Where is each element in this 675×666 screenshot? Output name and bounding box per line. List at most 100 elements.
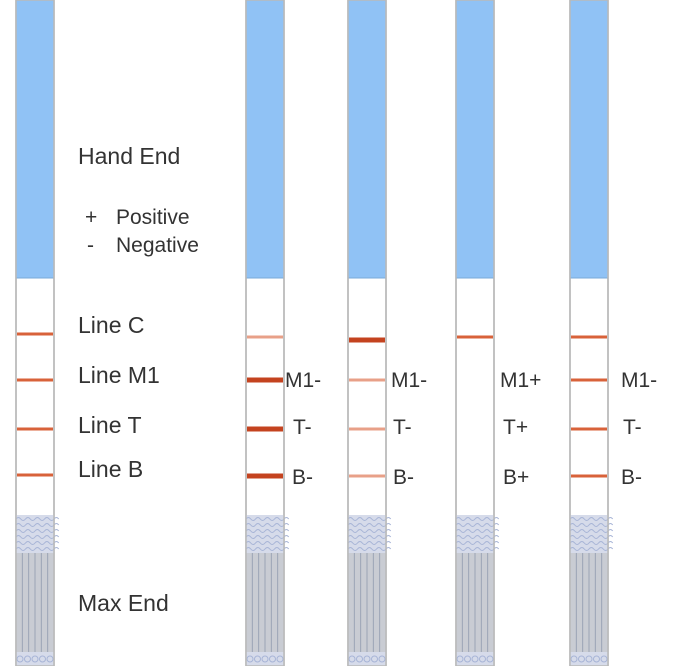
strip-mesh-wave bbox=[347, 517, 392, 521]
strip-mesh-wave bbox=[569, 535, 614, 539]
strip-mesh-wave bbox=[347, 535, 392, 539]
strip-bottom-mesh-dot bbox=[269, 655, 276, 663]
strip-line-t bbox=[247, 426, 283, 432]
strip-line-c bbox=[571, 335, 607, 339]
strip-bottom-mesh-dot bbox=[486, 655, 494, 663]
strip-mesh-wave bbox=[15, 541, 60, 545]
strip-mesh-wave bbox=[347, 529, 392, 533]
strip-handle bbox=[15, 0, 55, 279]
strip-line-m1 bbox=[17, 378, 53, 382]
strip-mesh-wave bbox=[569, 523, 614, 527]
strip-outline bbox=[347, 0, 387, 666]
strip-4-t-result: T- bbox=[623, 416, 642, 439]
strip-mesh-wave bbox=[245, 541, 290, 545]
strip-bottom-mesh bbox=[570, 652, 608, 666]
strip-mesh bbox=[16, 515, 54, 553]
strip-line-t bbox=[349, 427, 385, 431]
strip-3-b-result: B+ bbox=[503, 466, 530, 489]
strip-1-b-result: B- bbox=[292, 466, 313, 489]
strip-bottom-mesh-dot bbox=[254, 655, 261, 663]
strip-bottom-mesh-dot bbox=[371, 655, 378, 663]
strip-bottom-mesh-dot bbox=[31, 655, 39, 663]
strip-bottom-mesh bbox=[246, 652, 284, 666]
strip-line-t bbox=[571, 427, 607, 431]
strip-bottom-mesh-dot bbox=[246, 655, 254, 663]
strip-bottom-mesh-dot bbox=[348, 655, 356, 663]
strip-mesh-wave bbox=[569, 529, 614, 533]
strip-bottom-mesh-dot bbox=[363, 655, 371, 663]
strip-mesh-wave bbox=[455, 517, 500, 521]
strip-line-t bbox=[17, 427, 53, 431]
strip-bottom-mesh-dot bbox=[471, 655, 479, 663]
strip-mesh-wave bbox=[455, 529, 500, 533]
strip-mesh-wave bbox=[245, 535, 290, 539]
strip-strip-3 bbox=[455, 0, 500, 666]
strip-outline bbox=[15, 0, 55, 666]
strip-mesh-wave bbox=[245, 517, 290, 521]
strip-mesh-wave bbox=[569, 547, 614, 551]
strip-mesh bbox=[246, 515, 284, 553]
strip-strip-4 bbox=[569, 0, 614, 666]
strip-bottom-mesh-dot bbox=[456, 655, 464, 663]
strip-outline bbox=[245, 0, 285, 666]
strip-line-c bbox=[457, 335, 493, 339]
line-m1-label: Line M1 bbox=[78, 362, 160, 388]
strip-4-b-result: B- bbox=[621, 466, 642, 489]
max-end-label: Max End bbox=[78, 590, 169, 616]
strip-mesh-wave bbox=[569, 541, 614, 545]
strip-mesh-wave bbox=[455, 535, 500, 539]
strip-reference bbox=[15, 0, 60, 666]
strip-mesh-wave bbox=[245, 547, 290, 551]
strip-line-b bbox=[17, 473, 53, 477]
strip-outline bbox=[455, 0, 495, 666]
strip-mesh-wave bbox=[455, 541, 500, 545]
strip-1-m1-result: M1- bbox=[285, 369, 322, 392]
line-b-label: Line B bbox=[78, 456, 144, 482]
strip-bottom-mesh-dot bbox=[261, 655, 269, 663]
strip-line-b bbox=[571, 474, 607, 478]
strip-mesh bbox=[456, 515, 494, 553]
strip-bottom-mesh-dot bbox=[479, 655, 486, 663]
strip-bottom-mesh bbox=[348, 652, 386, 666]
strip-line-b bbox=[349, 474, 385, 478]
strip-line-c bbox=[17, 332, 53, 336]
strip-2-b-result: B- bbox=[393, 466, 414, 489]
strip-bottom-mesh-dot bbox=[46, 655, 54, 663]
strip-bottom-mesh-dot bbox=[578, 655, 585, 663]
strip-bottom-mesh-dot bbox=[378, 655, 386, 663]
legend-negative-symbol: - bbox=[87, 234, 94, 257]
strip-2-t-result: T- bbox=[393, 416, 412, 439]
strip-line-m1 bbox=[571, 378, 607, 382]
strip-handle bbox=[245, 0, 285, 279]
strip-handle bbox=[455, 0, 495, 279]
strip-3-m1-result: M1+ bbox=[500, 369, 542, 392]
strip-bottom-mesh-dot bbox=[464, 655, 471, 663]
strip-bottom-mesh-dot bbox=[600, 655, 608, 663]
strip-strip-2 bbox=[347, 0, 392, 666]
strip-mesh-wave bbox=[455, 523, 500, 527]
strip-bottom-mesh-dot bbox=[356, 655, 363, 663]
strip-bottom-mesh bbox=[456, 652, 494, 666]
strip-outline bbox=[569, 0, 609, 666]
strip-bottom-mesh-dot bbox=[39, 655, 46, 663]
strip-handle bbox=[569, 0, 609, 279]
strip-mesh-wave bbox=[455, 547, 500, 551]
strip-line-c bbox=[247, 335, 283, 339]
strip-mesh-wave bbox=[347, 541, 392, 545]
strip-mesh-wave bbox=[15, 529, 60, 533]
strip-bottom-mesh-dot bbox=[24, 655, 31, 663]
strip-1-t-result: T- bbox=[293, 416, 312, 439]
strip-mesh-wave bbox=[15, 547, 60, 551]
line-t-label: Line T bbox=[78, 412, 142, 438]
strip-mesh-wave bbox=[15, 535, 60, 539]
strip-2-m1-result: M1- bbox=[391, 369, 428, 392]
hand-end-label: Hand End bbox=[78, 143, 181, 169]
strip-line-m1 bbox=[349, 378, 385, 382]
strip-line-c bbox=[349, 337, 385, 343]
strip-mesh-wave bbox=[15, 523, 60, 527]
strip-4-m1-result: M1- bbox=[621, 369, 658, 392]
line-c-label: Line C bbox=[78, 312, 145, 338]
legend-positive-label: Positive bbox=[116, 206, 190, 229]
strip-mesh-wave bbox=[569, 517, 614, 521]
